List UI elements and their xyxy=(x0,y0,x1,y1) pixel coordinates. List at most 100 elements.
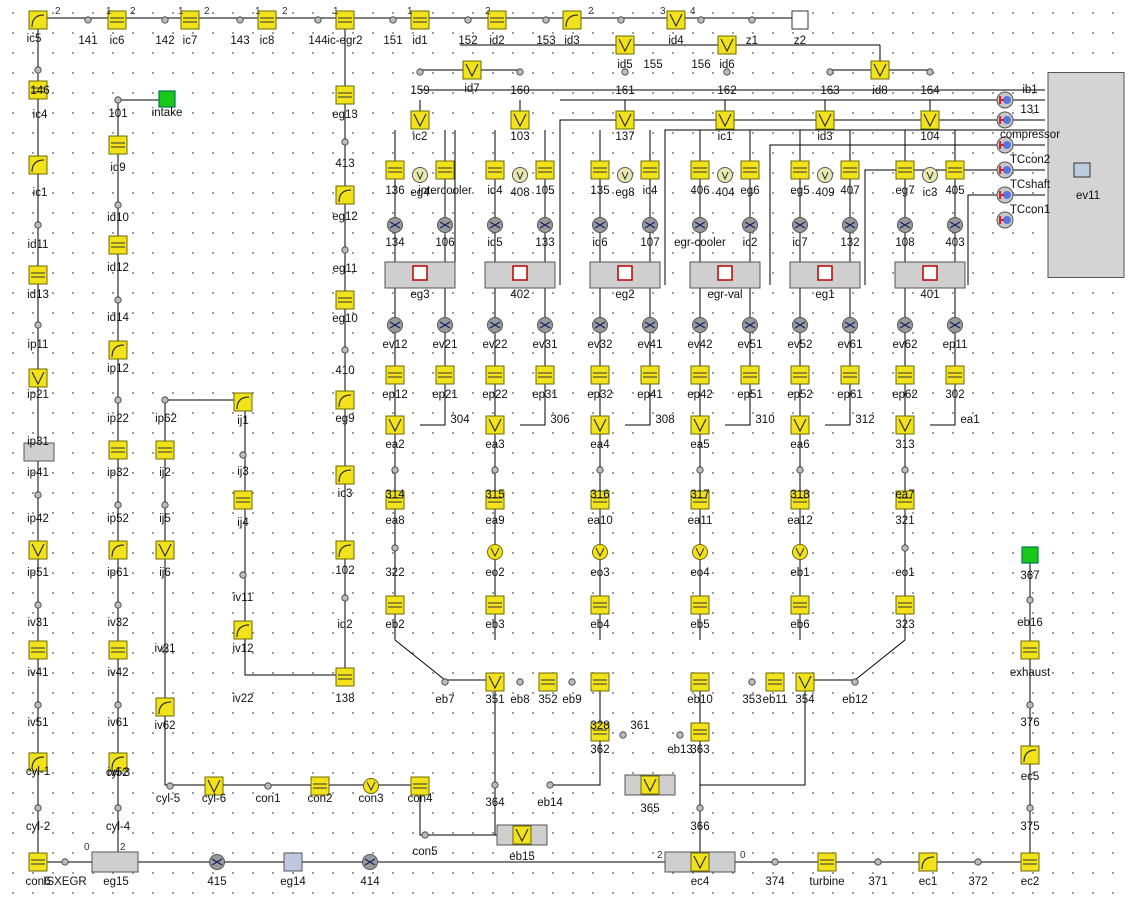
valve-icon[interactable] xyxy=(897,317,913,333)
pipe-icon[interactable] xyxy=(28,852,48,872)
connector-node[interactable] xyxy=(389,16,397,24)
pipe-icon[interactable] xyxy=(335,10,355,30)
pipe-icon[interactable] xyxy=(945,365,965,385)
pipe-icon[interactable] xyxy=(410,10,430,30)
pipe-icon[interactable] xyxy=(1020,640,1040,660)
connector-node[interactable] xyxy=(596,466,604,474)
connector-node[interactable] xyxy=(161,16,169,24)
flow-split-icon[interactable] xyxy=(462,60,482,80)
pipe-icon[interactable] xyxy=(485,595,505,615)
connector-node[interactable] xyxy=(341,246,349,254)
flow-split-icon[interactable] xyxy=(717,35,737,55)
connector-node[interactable] xyxy=(542,16,550,24)
pipe-icon[interactable] xyxy=(233,490,253,510)
cylinder-icon[interactable] xyxy=(589,261,661,289)
pipe-icon[interactable] xyxy=(485,365,505,385)
flow-split-icon[interactable] xyxy=(666,10,686,30)
pipe-icon[interactable] xyxy=(790,595,810,615)
bend-pipe-icon[interactable] xyxy=(28,752,48,772)
cylinder-icon[interactable] xyxy=(689,261,761,289)
connector-node[interactable] xyxy=(1026,804,1034,812)
connector-node[interactable] xyxy=(974,858,982,866)
connector-node[interactable] xyxy=(166,782,174,790)
flow-split-icon[interactable] xyxy=(28,540,48,560)
connector-node[interactable] xyxy=(341,594,349,602)
connector-node[interactable] xyxy=(516,68,524,76)
pipe-icon[interactable] xyxy=(740,365,760,385)
compressor-icon[interactable] xyxy=(91,851,139,873)
bend-pipe-icon[interactable] xyxy=(108,752,128,772)
pipe-icon[interactable] xyxy=(790,365,810,385)
connector-node[interactable] xyxy=(114,296,122,304)
bend-pipe-icon[interactable] xyxy=(335,390,355,410)
pipe-icon[interactable] xyxy=(385,365,405,385)
connector-node[interactable] xyxy=(416,68,424,76)
connector-node[interactable] xyxy=(391,544,399,552)
connector-node[interactable] xyxy=(341,138,349,146)
pipe-icon[interactable] xyxy=(108,135,128,155)
bend-pipe-icon[interactable] xyxy=(335,540,355,560)
flow-split-icon[interactable] xyxy=(615,35,635,55)
pipe-icon[interactable] xyxy=(690,365,710,385)
connector-node[interactable] xyxy=(161,501,169,509)
pipe-icon[interactable] xyxy=(535,365,555,385)
connector-node[interactable] xyxy=(114,701,122,709)
pipe-icon[interactable] xyxy=(180,10,200,30)
connector-node[interactable] xyxy=(748,16,756,24)
valve-icon[interactable] xyxy=(387,217,403,233)
connector-node[interactable] xyxy=(901,544,909,552)
bend-pipe-icon[interactable] xyxy=(155,697,175,717)
cylinder-icon[interactable] xyxy=(384,261,456,289)
pipe-icon[interactable] xyxy=(487,10,507,30)
pipe-icon[interactable] xyxy=(1020,852,1040,872)
flow-split-icon[interactable] xyxy=(590,415,610,435)
pipe-icon[interactable] xyxy=(817,852,837,872)
cylinder-icon[interactable] xyxy=(484,261,556,289)
pipe-icon[interactable] xyxy=(590,160,610,180)
connector-node[interactable] xyxy=(341,346,349,354)
valve-icon[interactable] xyxy=(947,317,963,333)
pipe-icon[interactable] xyxy=(485,160,505,180)
connector-node[interactable] xyxy=(114,601,122,609)
pipe-icon[interactable] xyxy=(840,365,860,385)
connection-signal-icon[interactable] xyxy=(996,161,1014,179)
connector-node[interactable] xyxy=(34,804,42,812)
bend-pipe-icon[interactable] xyxy=(562,10,582,30)
connector-node[interactable] xyxy=(851,678,859,686)
connection-signal-icon[interactable] xyxy=(996,186,1014,204)
pipe-icon[interactable] xyxy=(28,640,48,660)
connector-node[interactable] xyxy=(826,68,834,76)
connector-node[interactable] xyxy=(84,16,92,24)
pipe-icon[interactable] xyxy=(945,160,965,180)
connector-node[interactable] xyxy=(34,601,42,609)
pipe-icon[interactable] xyxy=(435,365,455,385)
valve-icon[interactable] xyxy=(947,217,963,233)
connector-node[interactable] xyxy=(901,466,909,474)
flow-split-icon[interactable] xyxy=(895,415,915,435)
pipe-icon[interactable] xyxy=(310,776,330,796)
flow-split-icon[interactable] xyxy=(385,415,405,435)
connector-node[interactable] xyxy=(441,678,449,686)
valve-icon[interactable] xyxy=(642,317,658,333)
valve-icon[interactable] xyxy=(897,217,913,233)
connector-node[interactable] xyxy=(696,804,704,812)
pipe-icon[interactable] xyxy=(640,365,660,385)
flow-split-icon[interactable] xyxy=(690,852,710,872)
pipe-icon[interactable] xyxy=(790,160,810,180)
valve-icon[interactable] xyxy=(437,317,453,333)
valve-icon[interactable] xyxy=(692,217,708,233)
connector-node[interactable] xyxy=(391,466,399,474)
flow-split-icon[interactable] xyxy=(485,415,505,435)
pipe-icon[interactable] xyxy=(895,595,915,615)
bend-pipe-icon[interactable] xyxy=(918,852,938,872)
bend-pipe-icon[interactable] xyxy=(28,10,48,30)
pipe-icon[interactable] xyxy=(155,440,175,460)
pipe-icon[interactable] xyxy=(435,160,455,180)
valve-icon[interactable] xyxy=(842,217,858,233)
valve-icon[interactable] xyxy=(742,217,758,233)
connector-node[interactable] xyxy=(114,804,122,812)
injector-icon[interactable] xyxy=(617,167,633,183)
valve-icon[interactable] xyxy=(592,317,608,333)
valve-icon[interactable] xyxy=(792,317,808,333)
pipe-icon[interactable] xyxy=(385,160,405,180)
